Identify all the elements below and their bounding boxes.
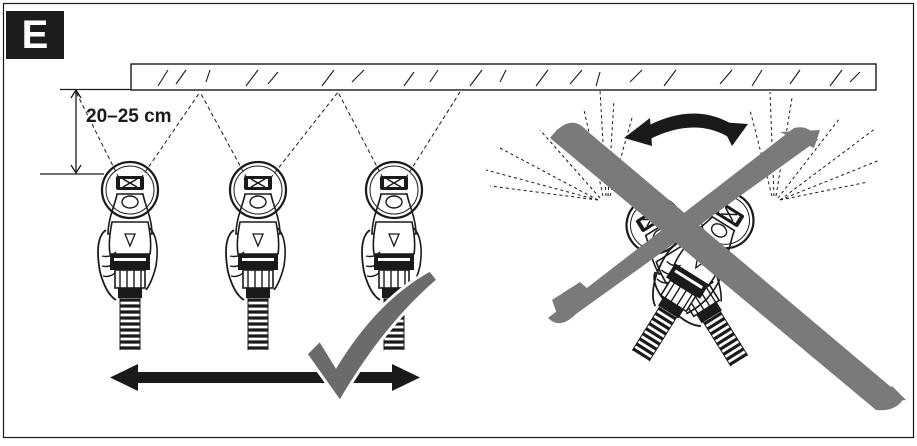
distance-bracket-icon — [70, 88, 82, 175]
ceiling-icon — [130, 63, 877, 91]
cross-out-icon — [548, 122, 906, 411]
figure-letter-badge: E — [6, 11, 64, 59]
frame-border — [2, 2, 915, 439]
curved-tilt-arrow-icon — [624, 113, 748, 146]
distance-label: 20–25 cm — [86, 106, 172, 127]
spray-cone-icon — [75, 91, 461, 185]
checkmark-icon — [304, 268, 441, 405]
double-headed-arrow-icon — [110, 364, 420, 391]
